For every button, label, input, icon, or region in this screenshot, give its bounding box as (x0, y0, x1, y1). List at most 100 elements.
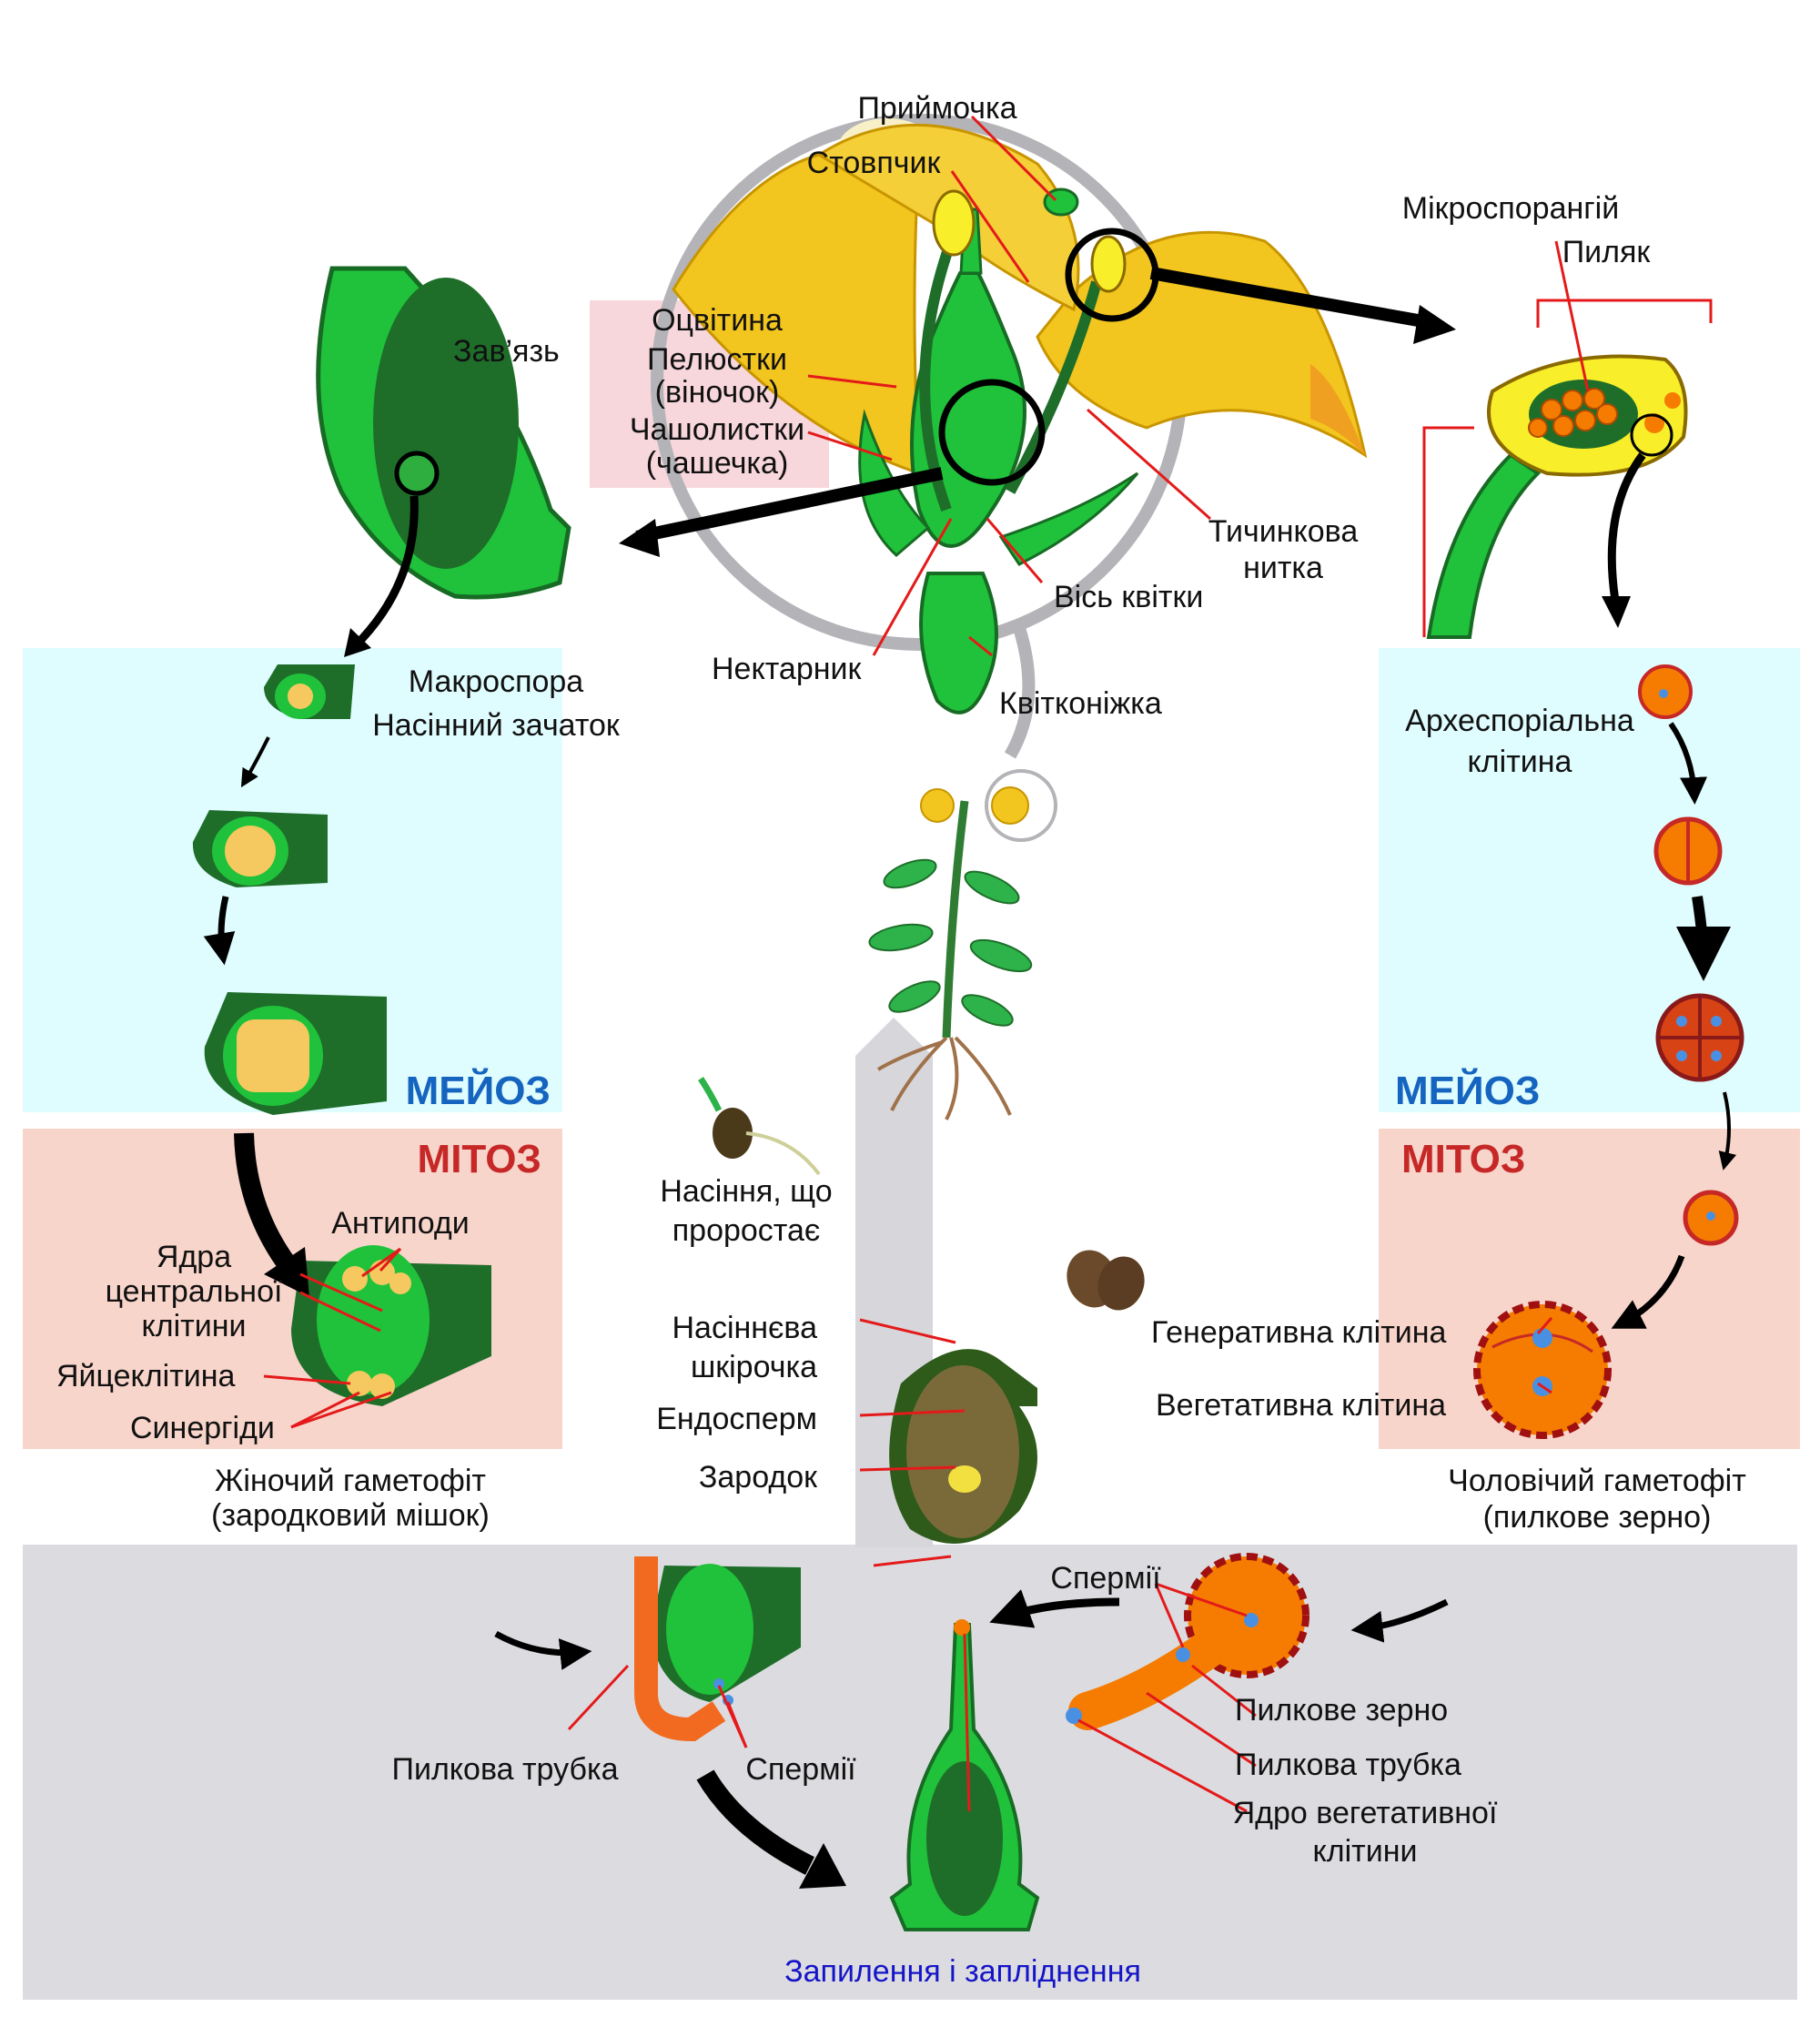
arrow-f1 (240, 736, 270, 788)
endosperm (906, 1365, 1019, 1538)
female-stage-3 (204, 992, 387, 1115)
label-ovule: Насінний зачаток (372, 708, 620, 743)
label-seed-coat-2: шкірочка (690, 1350, 817, 1384)
label-calyx: (чашечка) (645, 446, 789, 481)
arrow-m3 (1718, 1091, 1737, 1171)
arrow-to-anther-head (1413, 305, 1456, 344)
germ-sperm-2 (1176, 1647, 1190, 1662)
anther-right (1090, 235, 1127, 293)
plant-flower-zoom (985, 769, 1057, 842)
arrow-f3-head (264, 1247, 309, 1297)
female-stage-2 (192, 810, 328, 887)
germ-pollen-tube (1068, 1628, 1229, 1730)
label-egg-cell: Яйцеклітина (56, 1359, 236, 1394)
pollen-grain-mature (1473, 1301, 1612, 1439)
fert-arrow-to-fertilized (696, 1769, 814, 1875)
fert-arrow-left-in (494, 1630, 592, 1670)
leader-lines (263, 115, 1590, 1813)
label-ovary: Зав’язь (453, 334, 560, 369)
seedling-seed (713, 1108, 753, 1159)
anther-detail-ring (1630, 413, 1673, 457)
label-central-nuclei-3: клітини (141, 1309, 247, 1343)
label-male-gametophyte-1: Чоловічий гаметофіт (1448, 1464, 1746, 1498)
embryo-sac (291, 1245, 491, 1406)
ovary-ovule-ring (394, 451, 440, 496)
germ-sperm-1 (1244, 1613, 1259, 1627)
arrow-anther-to-cell (1607, 452, 1646, 602)
ovary-chamber (373, 278, 519, 569)
label-female-meiosis: МЕЙОЗ (405, 1069, 551, 1113)
petal-left (672, 147, 921, 476)
label-female-mitosis: МІТОЗ (417, 1137, 541, 1181)
germ-veg-nucleus (1066, 1708, 1082, 1724)
anther-left (932, 189, 976, 257)
label-sperm-bottom: Спермії (745, 1752, 856, 1787)
label-nectary: Нектарник (712, 652, 862, 686)
filament-bracket (1422, 426, 1474, 637)
label-male-meiosis: МЕЙОЗ (1395, 1069, 1541, 1113)
label-generative-cell: Генеративна клітина (1151, 1315, 1447, 1350)
released-pollen-1 (1644, 413, 1664, 433)
arrow-m1 (1668, 722, 1708, 805)
stamen-right (1005, 280, 1102, 494)
fert-embryo-sac (666, 1564, 753, 1695)
label-anther: Пиляк (1562, 235, 1651, 269)
plant-flower-1 (920, 788, 955, 823)
seed-small-2 (1097, 1256, 1145, 1311)
seedling-shoot (698, 1077, 723, 1112)
label-archesporial-2: клітина (1467, 745, 1572, 779)
arrow-anther-to-cell-head (1602, 596, 1631, 628)
petal-right (1036, 230, 1368, 459)
label-macrospore: Макроспора (408, 664, 584, 699)
embryo (948, 1465, 981, 1493)
arrow-f2 (203, 896, 236, 966)
archesporial-nucleus (1659, 689, 1668, 698)
label-male-gametophyte-2: (пилкове зерно) (1482, 1500, 1712, 1535)
arrow-ovary-to-ovule (351, 495, 419, 650)
seedling-root (745, 1131, 821, 1176)
plant-flower-2 (991, 786, 1029, 825)
label-central-nuclei-1: Ядра (156, 1240, 232, 1274)
fert-sperm-1 (713, 1678, 724, 1689)
generative-nucleus (1532, 1328, 1552, 1348)
filament-large (1426, 452, 1542, 639)
label-antipodals: Антиподи (331, 1206, 470, 1241)
pollen-mass (1528, 388, 1618, 438)
label-pedicel: Квітконіжка (999, 686, 1162, 721)
label-germinating-1: Насіння, що (660, 1174, 833, 1209)
fert-arrow-to-pistil (989, 1589, 1120, 1628)
label-embryo: Зародок (698, 1460, 817, 1495)
label-perianth: Оцвітина (652, 303, 783, 338)
anther-bracket (1536, 299, 1713, 328)
label-archesporial-1: Археспоріальна (1405, 704, 1634, 738)
label-microsporangium: Мікроспорангій (1401, 191, 1620, 226)
plant-stem (942, 800, 969, 1039)
arrow-to-ovary (635, 467, 944, 543)
female-stage-1 (264, 664, 355, 719)
label-filament-1: Тичинкова (1208, 514, 1359, 549)
label-vegetative-nucleus-1: Ядро вегетативної (1232, 1796, 1498, 1830)
fert-arrow-right-in (1350, 1598, 1449, 1643)
plant-leaves (868, 858, 1033, 1027)
magnifier-stem (1004, 625, 1036, 759)
fert-arrow-to-fertilized-head (799, 1843, 846, 1889)
label-receptacle: Вісь квітки (1054, 580, 1204, 614)
arrow-ovary-to-ovule-head (344, 628, 371, 657)
label-petals: Пелюстки (647, 342, 787, 377)
fert-pistil-chamber (926, 1761, 1003, 1916)
label-germinating-2: проростає (672, 1213, 821, 1248)
cycle-arrow-head (855, 1018, 933, 1074)
label-female-gametophyte-1: Жіночий гаметофіт (215, 1464, 486, 1498)
plant-roots (876, 1036, 1012, 1120)
label-corolla: (віночок) (654, 375, 780, 410)
arrow-to-anther (1149, 267, 1435, 329)
label-filament-2: нитка (1243, 551, 1323, 585)
label-seed-coat-1: Насіннєва (672, 1311, 817, 1345)
label-sepals: Чашолистки (629, 412, 805, 447)
fert-pollen-tube (634, 1556, 726, 1742)
ovary-zoom-ring (938, 379, 1046, 486)
label-synergids: Синергіди (130, 1411, 275, 1445)
label-vegetative-nucleus-2: клітини (1312, 1834, 1418, 1869)
label-style: Стовпчик (806, 146, 941, 180)
